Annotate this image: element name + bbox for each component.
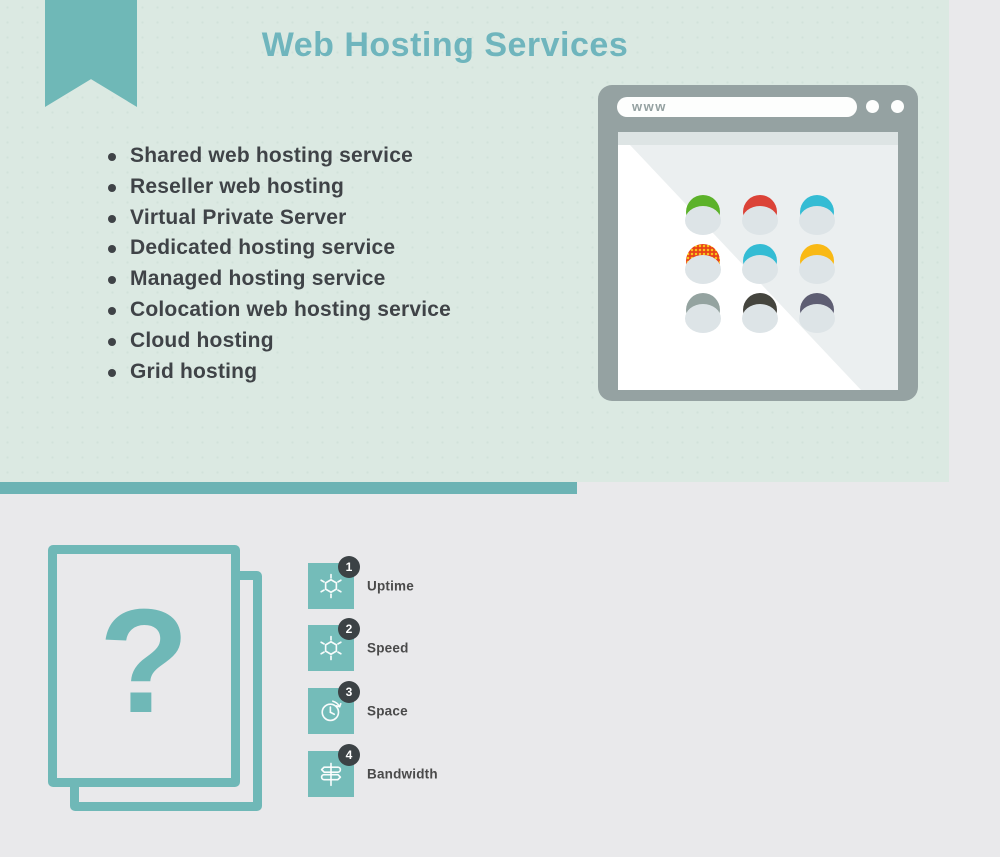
address-bar: www xyxy=(617,97,857,117)
browser-dot-charcoal xyxy=(742,293,778,333)
list-item: Grid hosting xyxy=(104,357,451,388)
feature-item-speed: 2 Speed xyxy=(308,618,538,671)
question-document-icon: ? xyxy=(48,545,264,817)
timer-icon xyxy=(316,696,346,726)
question-mark: ? xyxy=(98,579,190,744)
list-item: Reseller web hosting xyxy=(104,172,451,203)
signpost-icon xyxy=(316,759,346,789)
browser-dot-slate xyxy=(799,293,835,333)
feature-label: Space xyxy=(367,703,408,719)
number-badge: 1 xyxy=(338,556,360,578)
window-button-icon xyxy=(866,100,879,113)
number-badge: 4 xyxy=(338,744,360,766)
list-item: Shared web hosting service xyxy=(104,141,451,172)
feature-label: Uptime xyxy=(367,578,414,594)
content-header-band xyxy=(618,132,898,145)
feature-label: Bandwidth xyxy=(367,766,438,782)
feature-item-bandwidth: 4 Bandwidth xyxy=(308,744,538,797)
list-item: Cloud hosting xyxy=(104,326,451,357)
browser-content xyxy=(618,132,898,390)
browser-window-illustration: www xyxy=(598,85,918,401)
feature-item-space: 3 Space xyxy=(308,681,538,734)
browser-dot-yellow xyxy=(799,244,835,284)
dot-grid xyxy=(685,195,835,333)
number-badge: 2 xyxy=(338,618,360,640)
browser-dot-red xyxy=(742,195,778,235)
page-title: Web Hosting Services xyxy=(261,26,629,64)
document-front-page: ? xyxy=(48,545,240,787)
browser-dot-gray xyxy=(685,293,721,333)
list-item: Virtual Private Server xyxy=(104,203,451,234)
browser-dot-orange xyxy=(685,244,721,284)
number-badge: 3 xyxy=(338,681,360,703)
hosting-types-list: Shared web hosting service Reseller web … xyxy=(104,141,451,387)
section-divider xyxy=(0,482,577,494)
sun-icon xyxy=(316,633,346,663)
browser-dot-green xyxy=(685,195,721,235)
browser-dot-cyan xyxy=(799,195,835,235)
sun-icon xyxy=(316,571,346,601)
list-item: Dedicated hosting service xyxy=(104,233,451,264)
list-item: Managed hosting service xyxy=(104,264,451,295)
window-button-icon xyxy=(891,100,904,113)
browser-dot-cyan xyxy=(742,244,778,284)
feature-label: Speed xyxy=(367,640,409,656)
top-panel: Web Hosting Services Shared web hosting … xyxy=(0,0,949,482)
list-item: Colocation web hosting service xyxy=(104,295,451,326)
feature-item-uptime: 1 Uptime xyxy=(308,556,538,609)
